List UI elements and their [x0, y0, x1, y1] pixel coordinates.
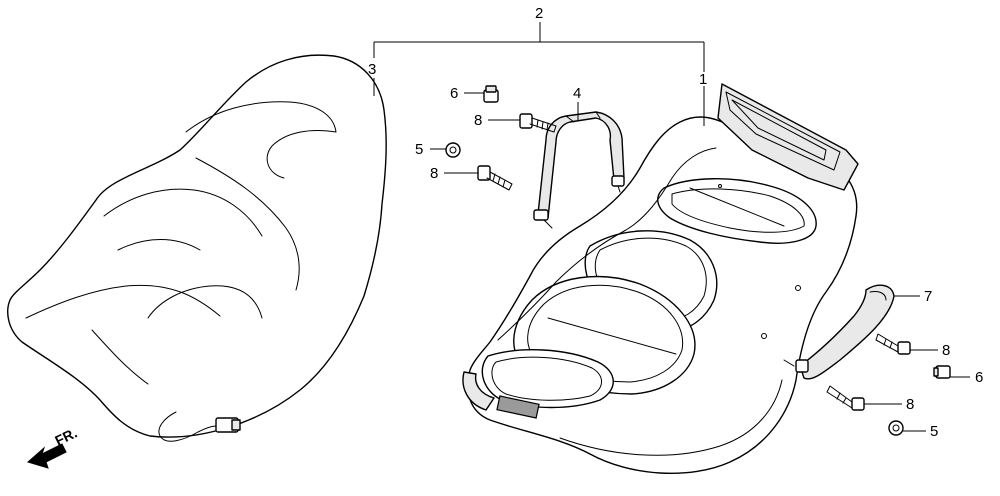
callout-1: 1	[699, 71, 707, 88]
callout-8-d: 8	[906, 396, 914, 413]
bolt-part-8-lower-left	[477, 165, 513, 191]
callout-5-right: 5	[930, 423, 938, 440]
callout-8-b: 8	[430, 165, 438, 182]
grab-handle-part-4	[533, 111, 625, 229]
callout-5-left: 5	[415, 141, 423, 158]
seat-base-part-1	[462, 83, 859, 474]
collar-part-6-left	[483, 85, 499, 103]
bolt-part-8-upper-right	[875, 333, 911, 355]
callout-6-left: 6	[450, 85, 458, 102]
callout-8-c: 8	[942, 342, 950, 359]
collar-part-6-right	[933, 365, 951, 379]
callout-2: 2	[535, 5, 543, 22]
callout-6-right: 6	[975, 369, 983, 386]
side-handle-part-7	[783, 284, 895, 380]
front-direction-label: FR.	[52, 424, 79, 448]
callout-8-a: 8	[474, 112, 482, 129]
bolt-part-8-upper-left	[519, 113, 557, 133]
callout-4: 4	[573, 85, 581, 102]
front-direction-marker: FR.	[26, 424, 80, 469]
collar-part-5-right	[888, 420, 904, 436]
callout-7: 7	[924, 288, 932, 305]
leader-lines	[373, 78, 970, 432]
front-arrow-icon	[26, 443, 67, 469]
collar-part-5-left	[445, 142, 461, 158]
callout-3: 3	[368, 61, 376, 78]
bolt-part-8-lower-right	[826, 385, 865, 411]
callout-labels: 1 2 3 4 5 5 6 6 7 8 8 8 8	[368, 5, 983, 440]
seat-cover-part-3	[7, 54, 387, 442]
assembly-bracket	[373, 22, 705, 72]
